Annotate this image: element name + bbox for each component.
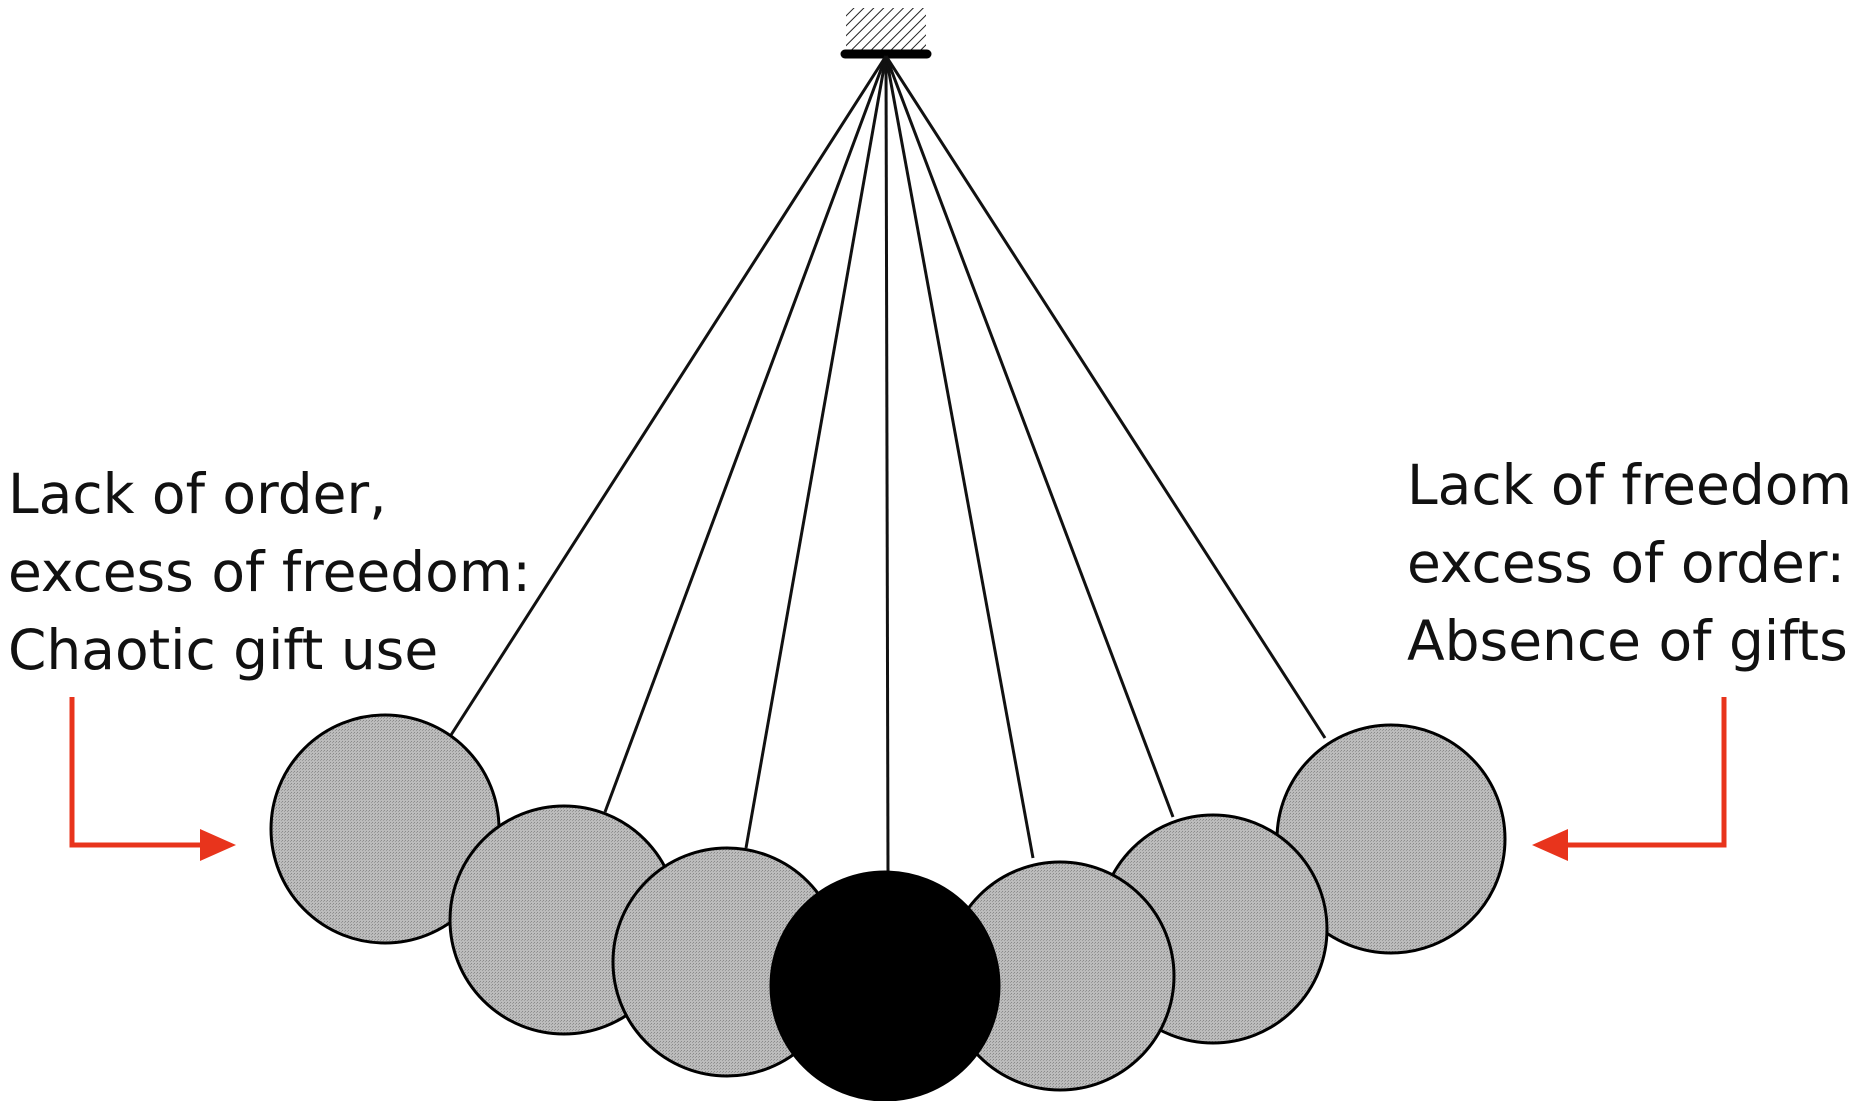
caption-right-line-3: Absence of gifts: [1407, 609, 1848, 673]
caption-left-line-2: excess of freedom:: [8, 540, 531, 604]
caption-left-line-3: Chaotic gift use: [8, 618, 439, 682]
pivot-mount: [846, 8, 926, 53]
right-arrow: [1532, 697, 1727, 861]
pendulum-balls: [269, 713, 1507, 1101]
string-6: [884, 55, 1175, 818]
caption-left: Lack of order, excess of freedom: Chaoti…: [8, 455, 531, 689]
caption-left-line-1: Lack of order,: [8, 462, 387, 526]
string-5: [884, 55, 1035, 859]
string-2: [603, 55, 888, 813]
string-7: [884, 55, 1327, 739]
caption-right-line-2: excess of order:: [1407, 531, 1846, 595]
pendulum-strings: [449, 55, 1327, 873]
ball-center: [769, 870, 1001, 1101]
caption-right: Lack of freedom, excess of order: Absenc…: [1407, 446, 1850, 680]
left-arrow: [69, 697, 236, 861]
string-3: [744, 55, 888, 849]
string-1: [449, 55, 888, 736]
string-4: [884, 55, 890, 873]
caption-right-line-1: Lack of freedom,: [1407, 453, 1850, 517]
